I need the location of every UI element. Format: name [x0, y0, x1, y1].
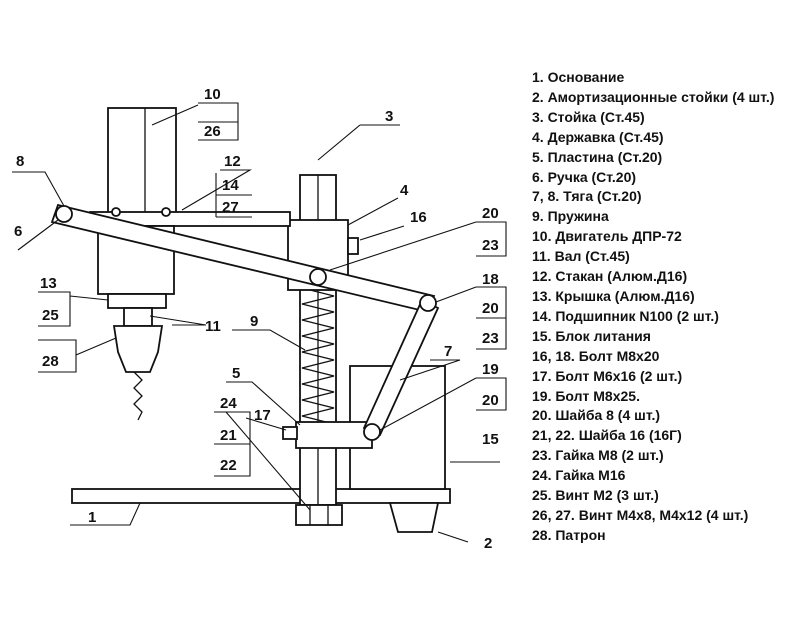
callout-8: 8: [16, 153, 24, 170]
callout-7: 7: [444, 343, 452, 360]
legend-item: 21, 22. Шайба 16 (16Г): [532, 427, 682, 444]
callout-3: 3: [385, 108, 393, 125]
callout-16: 16: [410, 209, 427, 226]
callout-14: 14: [222, 177, 239, 194]
legend-item: 10. Двигатель ДПР-72: [532, 228, 682, 245]
legend-item: 20. Шайба 8 (4 шт.): [532, 407, 660, 424]
lower-plate: [295, 421, 373, 449]
legend-item: 26, 27. Винт М4х8, М4х12 (4 шт.): [532, 506, 749, 523]
callout-1: 1: [88, 509, 96, 526]
callout-21: 21: [220, 427, 237, 444]
callout-22: 22: [220, 457, 237, 474]
chuck: [112, 325, 164, 373]
pivot-link-top: [419, 294, 437, 312]
legend-item: 17. Болт М6х16 (2 шт.): [532, 367, 683, 384]
callout-4: 4: [400, 182, 409, 199]
legend-item: 9. Пружина: [532, 208, 609, 225]
legend-item: 2. Амортизационные стойки (4 шт.): [532, 88, 775, 105]
callout-13: 13: [40, 275, 57, 292]
callout-24: 24: [220, 395, 237, 412]
shaft: [123, 307, 153, 327]
column-nut: [295, 504, 343, 526]
legend-item: 25. Винт М2 (3 шт.): [532, 487, 659, 504]
legend-item: 5. Пластина (Ст.20): [532, 148, 663, 165]
base-plate: [71, 488, 451, 504]
callout-11: 11: [205, 318, 221, 335]
callout-20b: 20: [482, 300, 499, 317]
legend-item: 11. Вал (Ст.45): [532, 248, 630, 265]
callout-2: 2: [484, 535, 492, 552]
legend-item: 23. Гайка М8 (2 шт.): [532, 447, 664, 464]
legend-item: 19. Болт М8х25.: [532, 387, 640, 404]
callout-27: 27: [222, 199, 239, 216]
motor-body: [107, 107, 177, 219]
legend-item: 15. Блок литания: [532, 327, 651, 344]
legend-item: 13. Крышка (Алюм.Д16): [532, 287, 695, 304]
pivot-lever: [309, 268, 327, 286]
motor-cover: [107, 293, 167, 309]
callout-15: 15: [482, 431, 499, 448]
legend-item: 24. Гайка М16: [532, 467, 626, 484]
damper-foot: [388, 502, 440, 533]
legend-item: 3. Стойка (Ст.45): [532, 108, 645, 125]
drill-bit: [133, 371, 143, 421]
callout-23b: 23: [482, 330, 499, 347]
callout-12: 12: [224, 153, 241, 170]
callout-19: 19: [482, 361, 499, 378]
callout-5: 5: [232, 365, 240, 382]
callout-9: 9: [250, 313, 258, 330]
pivot-link-bottom: [363, 423, 381, 441]
callout-26: 26: [204, 123, 221, 140]
legend-item: 4. Державка (Ст.45): [532, 128, 664, 145]
callout-6: 6: [14, 223, 22, 240]
legend-item: 6. Ручка (Ст.20): [532, 168, 637, 185]
pivot-handle: [55, 205, 73, 223]
callout-17: 17: [254, 407, 271, 424]
parts-legend: 1. Основание 2. Амортизационные стойки (4…: [532, 68, 807, 546]
callout-28: 28: [42, 353, 59, 370]
callout-25: 25: [42, 307, 59, 324]
legend-item: 14. Подшипник N100 (2 шт.): [532, 307, 719, 324]
legend-item: 12. Стакан (Алюм.Д16): [532, 268, 688, 285]
callout-20a: 20: [482, 205, 499, 222]
callout-23a: 23: [482, 237, 499, 254]
callout-10: 10: [204, 86, 221, 103]
legend-item: 7, 8. Тяга (Ст.20): [532, 188, 642, 205]
legend-item: 1. Основание: [532, 69, 625, 85]
spring: [301, 287, 335, 425]
legend-item: 16, 18. Болт М8х20: [532, 347, 660, 364]
callout-20c: 20: [482, 392, 499, 409]
callout-18: 18: [482, 271, 499, 288]
legend-item: 28. Патрон: [532, 526, 606, 543]
